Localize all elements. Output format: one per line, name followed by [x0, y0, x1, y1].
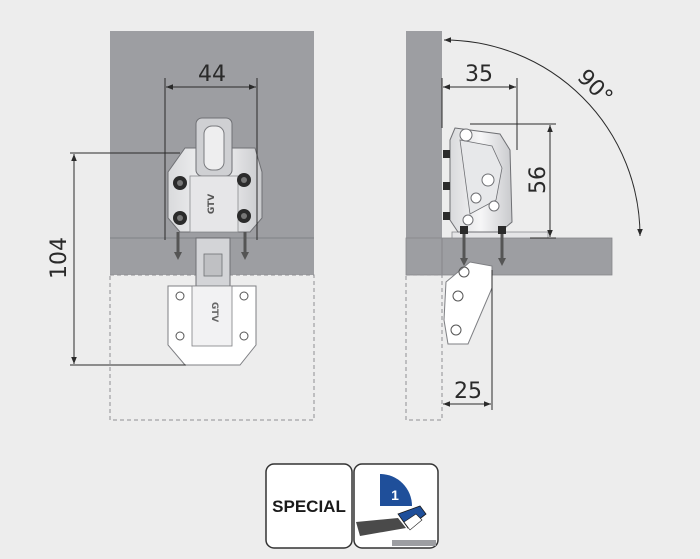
side-horizontal-panel [405, 237, 613, 276]
height-dimension-label-side: 56 [526, 166, 551, 194]
hinge-front-icon: GTV [167, 117, 263, 287]
screwdriver-tool-icon [356, 505, 436, 546]
opening-angle-label: 90° [572, 65, 617, 110]
side-view: 35 56 90° 25 [405, 31, 643, 421]
step-number-label: 1 [391, 487, 399, 503]
side-vertical-panel [406, 31, 442, 238]
side-door-outline [405, 274, 443, 421]
height-dimension-label: 104 [47, 237, 72, 279]
width-dimension-label: 44 [198, 62, 226, 87]
special-badge: SPECIAL [265, 463, 353, 549]
depth-dimension-label: 35 [465, 62, 493, 87]
door-plate-icon: GTV [167, 285, 257, 366]
brand-mark-upper: GTV [207, 194, 217, 214]
step-number-badge [380, 474, 412, 506]
brand-mark-lower: GTV [209, 302, 219, 322]
hinge-arm-icon [443, 261, 493, 345]
front-view: GTV GTV 44 104 [47, 31, 315, 421]
offset-dimension-label: 25 [454, 379, 482, 404]
mounting-step-badge: 1 [353, 463, 439, 549]
special-badge-label: SPECIAL [272, 497, 346, 516]
opening-angle-arc [443, 37, 643, 237]
